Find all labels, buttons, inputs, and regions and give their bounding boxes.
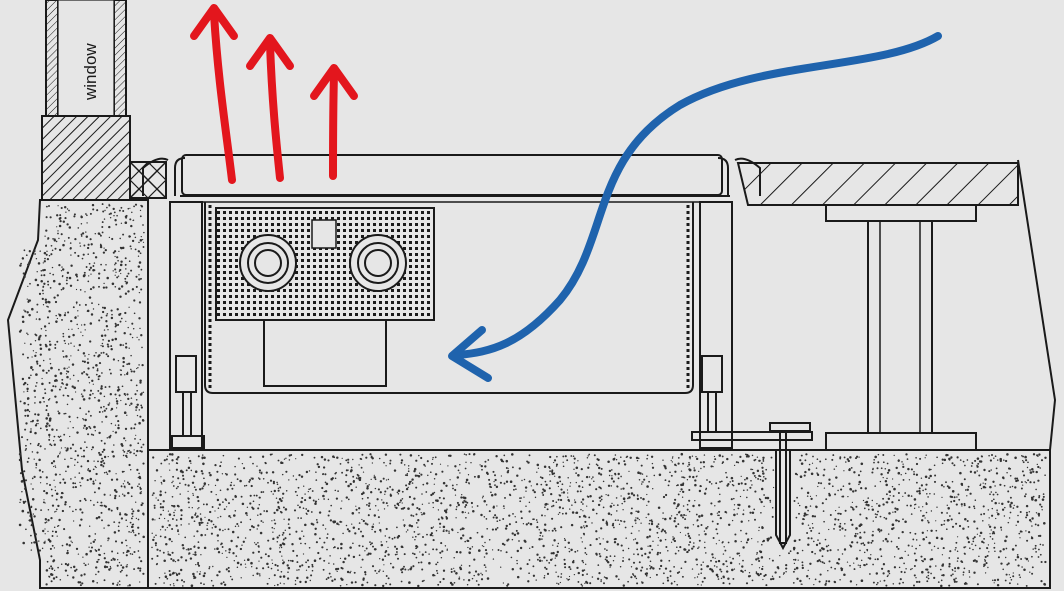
grille-cover (142, 154, 761, 203)
heat-exchanger (215, 207, 435, 321)
floor-finish (736, 162, 1019, 206)
warm-air-arrow-2 (266, 40, 284, 182)
levelling-foot-right (691, 355, 813, 441)
window-frame (45, 0, 127, 117)
warm-air-arrowhead-3 (310, 64, 358, 100)
warm-air-arrow-1 (210, 10, 236, 184)
window-label: window (81, 43, 100, 101)
insulation-block (129, 161, 167, 199)
anchor-bolt (769, 422, 811, 551)
concrete-wall (6, 199, 149, 589)
warm-air-arrow-3 (329, 70, 338, 180)
i-beam-support (825, 204, 977, 451)
cool-air-arrow (454, 32, 942, 359)
window-sill (41, 115, 131, 201)
cool-air-arrowhead (448, 326, 492, 382)
trench-housing (169, 201, 733, 449)
warm-air-arrowhead-1 (190, 4, 238, 40)
concrete-floor (147, 449, 1051, 589)
levelling-foot-left (171, 355, 205, 449)
right-wall-edge (1017, 159, 1057, 451)
fan-unit (263, 319, 387, 387)
concrete-speckles (18, 203, 1047, 588)
warm-air-arrowhead-2 (246, 34, 294, 70)
